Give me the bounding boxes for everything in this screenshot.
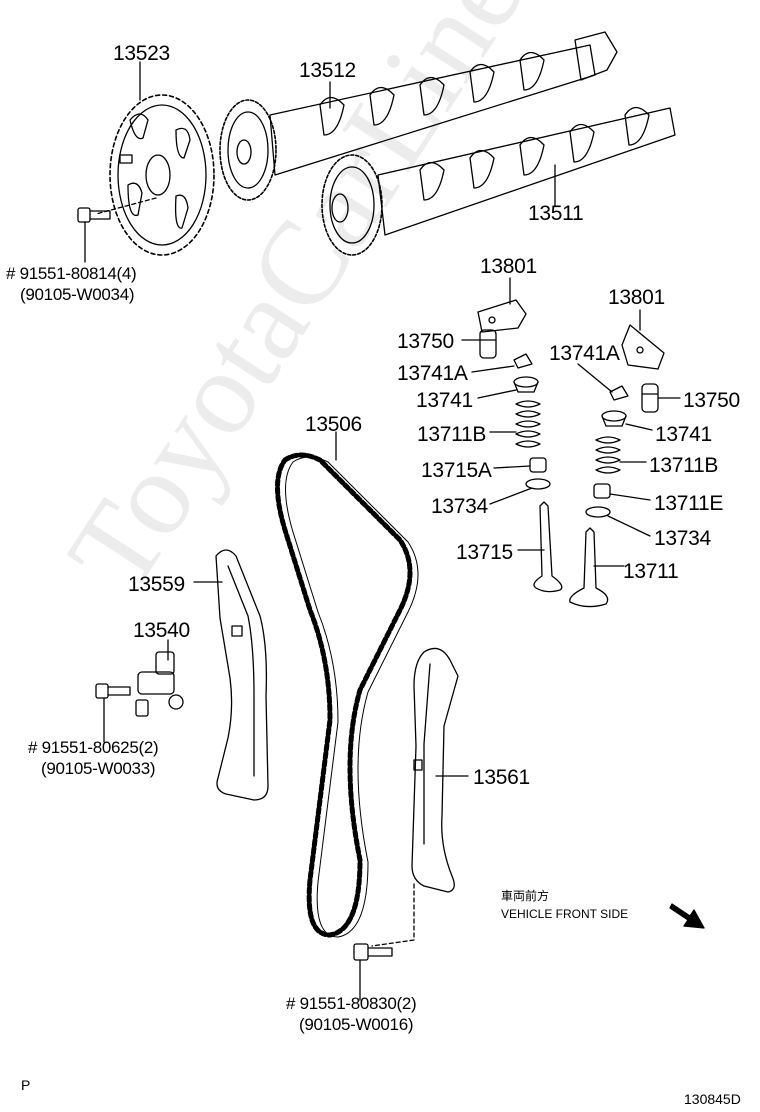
valve-13711 (569, 527, 609, 608)
label-13741-a: 13741 (416, 389, 473, 412)
vehicle-front-jp: 車両前方 (501, 889, 550, 903)
leader-13741-b (625, 423, 653, 431)
leader-13715A (493, 465, 531, 469)
leader-13741A-a (471, 365, 515, 373)
label-13559: 13559 (128, 573, 185, 596)
label-13750-b: 13750 (683, 389, 740, 412)
vehicle-front-en: VEHICLE FRONT SIDE (501, 907, 629, 921)
timing-chain-13506 (275, 452, 419, 938)
bolt2-part-number: # 91551-80625(2) (28, 738, 159, 757)
leader-13741-a (477, 389, 517, 399)
spring-seat-left (525, 478, 551, 490)
bolt2-alt-number: (90105-W0033) (41, 759, 156, 778)
label-13512: 13512 (299, 59, 356, 82)
sprocket-13523 (109, 94, 215, 256)
keeper-left (513, 353, 533, 369)
spring-right (595, 436, 621, 474)
retainer-left (513, 376, 539, 393)
keeper-right (609, 385, 629, 401)
leader-bolt3-dash2 (371, 939, 415, 947)
retainer-right (601, 410, 627, 427)
rocker-arm-left (477, 299, 527, 333)
label-13741A-b: 13741A (549, 342, 620, 365)
rocker-arm-right (621, 324, 665, 370)
label-13801-b: 13801 (608, 286, 665, 309)
spring-seat-right (585, 506, 611, 518)
lash-adjuster-left (479, 329, 497, 359)
label-13523: 13523 (113, 42, 170, 65)
bolt1-alt-number: (90105-W0034) (20, 285, 135, 304)
label-13711E: 13711E (654, 492, 724, 515)
label-13561: 13561 (473, 766, 530, 789)
label-13741A-a: 13741A (397, 362, 468, 385)
label-13734-a: 13734 (431, 495, 488, 518)
label-13511: 13511 (528, 202, 584, 225)
bolt3-alt-number: (90105-W0016) (299, 1015, 414, 1034)
footer-left: P (21, 1077, 31, 1093)
chain-guide-13561 (411, 647, 459, 893)
bolt1-part-number: # 91551-80814(4) (6, 264, 137, 283)
leader-13741A-b (577, 363, 613, 393)
valve-13715 (533, 501, 563, 593)
diagram-reference: 130845D (684, 1091, 741, 1107)
label-13506: 13506 (305, 413, 362, 436)
stem-seal-left (529, 457, 547, 473)
bolt-91551-80830 (353, 943, 393, 1001)
bolt-91551-80814 (77, 207, 111, 263)
label-13540: 13540 (133, 619, 190, 642)
label-13711: 13711 (623, 560, 679, 583)
spring-left (515, 400, 541, 448)
chain-guide-13559 (215, 549, 269, 801)
label-13715: 13715 (456, 541, 513, 564)
camshaft-13512 (219, 31, 618, 201)
label-13711B-a: 13711B (417, 423, 487, 446)
label-13734-b: 13734 (654, 527, 711, 550)
label-13711B-b: 13711B (649, 454, 719, 477)
label-13750-a: 13750 (397, 330, 454, 353)
leader-13711E (609, 493, 651, 501)
leader-13734-b (607, 515, 651, 537)
stem-seal-right (593, 483, 611, 499)
camshaft-13511 (321, 106, 676, 256)
bolt-91551-80625 (95, 683, 131, 743)
label-13741-b: 13741 (655, 423, 712, 446)
tensioner-13540 (135, 651, 184, 717)
leader-13734-a (489, 487, 533, 505)
label-13715A: 13715A (421, 459, 492, 482)
front-arrow-icon (669, 903, 705, 929)
lash-adjuster-right (641, 383, 659, 413)
label-13801-a: 13801 (480, 255, 537, 278)
bolt3-part-number: # 91551-80830(2) (286, 994, 417, 1013)
